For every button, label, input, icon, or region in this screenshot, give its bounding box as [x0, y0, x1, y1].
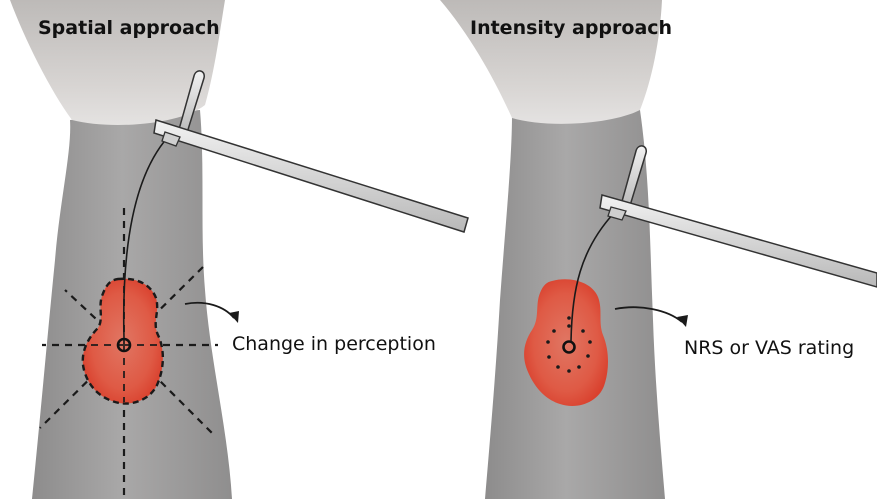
- spatial-panel: [10, 0, 468, 499]
- arrow-head: [677, 315, 688, 327]
- spatial-approach-title: Spatial approach: [38, 17, 220, 39]
- arrow-head: [229, 311, 239, 323]
- nrs-vas-rating-label: NRS or VAS rating: [684, 337, 854, 359]
- change-in-perception-label: Change in perception: [232, 333, 436, 355]
- intensity-approach-title: Intensity approach: [470, 17, 672, 39]
- intensity-panel: [440, 0, 877, 499]
